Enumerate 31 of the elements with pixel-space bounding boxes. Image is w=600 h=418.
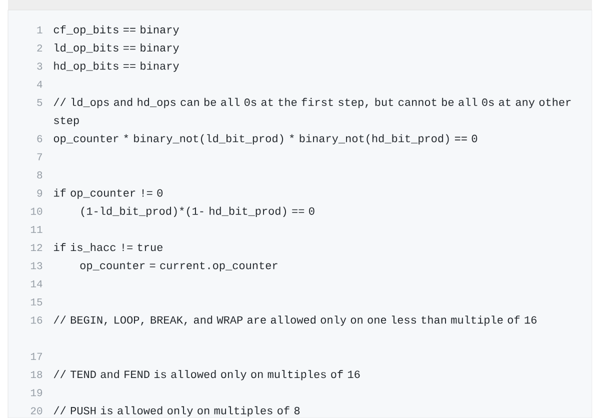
line-number: 12 [30,244,42,251]
line-number: 5 [37,98,42,106]
code-line: op_counter * binary_not(ld_bit_prod) * binary_not(hd_bit_prod) == 0 [54,134,478,144]
line-number: 15 [30,298,42,306]
code-line: // TEND and FEND is allowed only on multiples of 16 [54,370,360,380]
code-line: if op_counter != 0 [54,188,163,199]
line-number: 9 [37,190,42,197]
code-line: // BEGIN, LOOP, BREAK, and WRAP are allowed only on one less than multiple of 16 [54,316,536,326]
line-number: 3 [37,62,42,70]
code-line: // PUSH is allowed only on multiples of 8 [54,406,300,417]
line-number: 7 [37,153,42,160]
code-line: ld_op_bits == binary [54,44,179,54]
line-number: 2 [37,44,42,52]
line-number: 13 [30,262,42,270]
code-line: op_counter = current.op_counter [80,262,278,272]
line-number: 16 [30,316,42,324]
code-line: if is_hacc != true [54,243,162,252]
line-number: 8 [37,171,42,179]
line-number: 20 [30,407,42,414]
code-line: (1-ld_bit_prod)*(1- hd_bit_prod) == 0 [81,206,314,217]
line-number: 4 [37,80,42,88]
line-number: 14 [30,280,42,288]
code-line: cf_op_bits == binary [54,25,179,36]
line-number: 1 [37,26,42,34]
line-number: 6 [37,135,42,142]
line-number: 17 [30,352,42,360]
line-number: 10 [30,208,42,215]
line-number: 18 [30,370,42,378]
line-number: 11 [30,226,42,233]
code-line: hd_op_bits == binary [54,62,179,72]
line-number: 19 [30,389,42,396]
